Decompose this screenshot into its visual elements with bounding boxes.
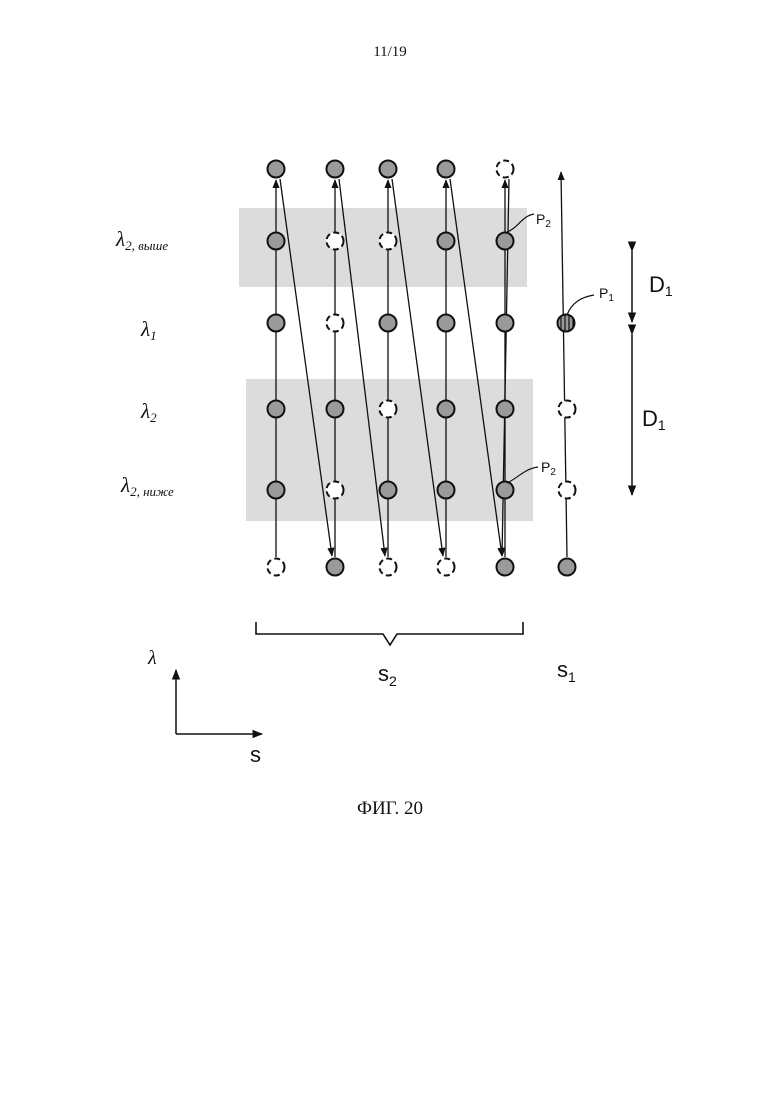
dashed-node bbox=[559, 401, 576, 418]
filled-node bbox=[380, 482, 397, 499]
filled-node bbox=[268, 482, 285, 499]
filled-node bbox=[327, 161, 344, 178]
row-label-lambda2-upper: λ2, выше bbox=[115, 227, 168, 253]
s1-label: s1 bbox=[557, 657, 576, 685]
filled-node bbox=[268, 315, 285, 332]
filled-node bbox=[438, 233, 455, 250]
row-label-lambda2-lower: λ2, ниже bbox=[120, 473, 174, 499]
filled-node bbox=[497, 401, 514, 418]
dashed-node bbox=[380, 233, 397, 250]
filled-node bbox=[438, 161, 455, 178]
d1-bottom-label: D1 bbox=[642, 406, 666, 433]
filled-node bbox=[497, 559, 514, 576]
dashed-node bbox=[327, 233, 344, 250]
filled-node bbox=[497, 482, 514, 499]
figure-caption: ФИГ. 20 bbox=[0, 798, 780, 820]
hatched-node bbox=[558, 315, 575, 332]
p2-top-label: P2 bbox=[536, 211, 551, 230]
lambda-axis-label: λ bbox=[147, 647, 157, 669]
filled-node bbox=[380, 315, 397, 332]
dashed-node bbox=[497, 161, 514, 178]
filled-node bbox=[380, 161, 397, 178]
dashed-node bbox=[380, 559, 397, 576]
filled-node bbox=[497, 315, 514, 332]
dashed-node bbox=[380, 401, 397, 418]
row-label-lambda1: λ1 bbox=[140, 317, 157, 343]
dashed-node bbox=[438, 559, 455, 576]
p1-leader bbox=[567, 295, 594, 315]
dashed-node bbox=[559, 482, 576, 499]
filled-node bbox=[327, 559, 344, 576]
filled-node bbox=[438, 401, 455, 418]
row-label-lambda2: λ2 bbox=[140, 399, 157, 425]
filled-node bbox=[559, 559, 576, 576]
dashed-node bbox=[327, 315, 344, 332]
s2-label: s2 bbox=[378, 661, 397, 689]
filled-node bbox=[268, 233, 285, 250]
s2-brace bbox=[256, 622, 523, 645]
s-axis-label: s bbox=[250, 742, 261, 767]
filled-node bbox=[438, 482, 455, 499]
filled-node bbox=[268, 401, 285, 418]
filled-node bbox=[268, 161, 285, 178]
dashed-node bbox=[268, 559, 285, 576]
filled-node bbox=[497, 233, 514, 250]
d1-top-label: D1 bbox=[649, 272, 673, 299]
filled-node bbox=[327, 401, 344, 418]
dashed-node bbox=[327, 482, 344, 499]
p2-bottom-label: P2 bbox=[541, 459, 556, 478]
filled-node bbox=[438, 315, 455, 332]
p1-label: P1 bbox=[599, 285, 614, 304]
